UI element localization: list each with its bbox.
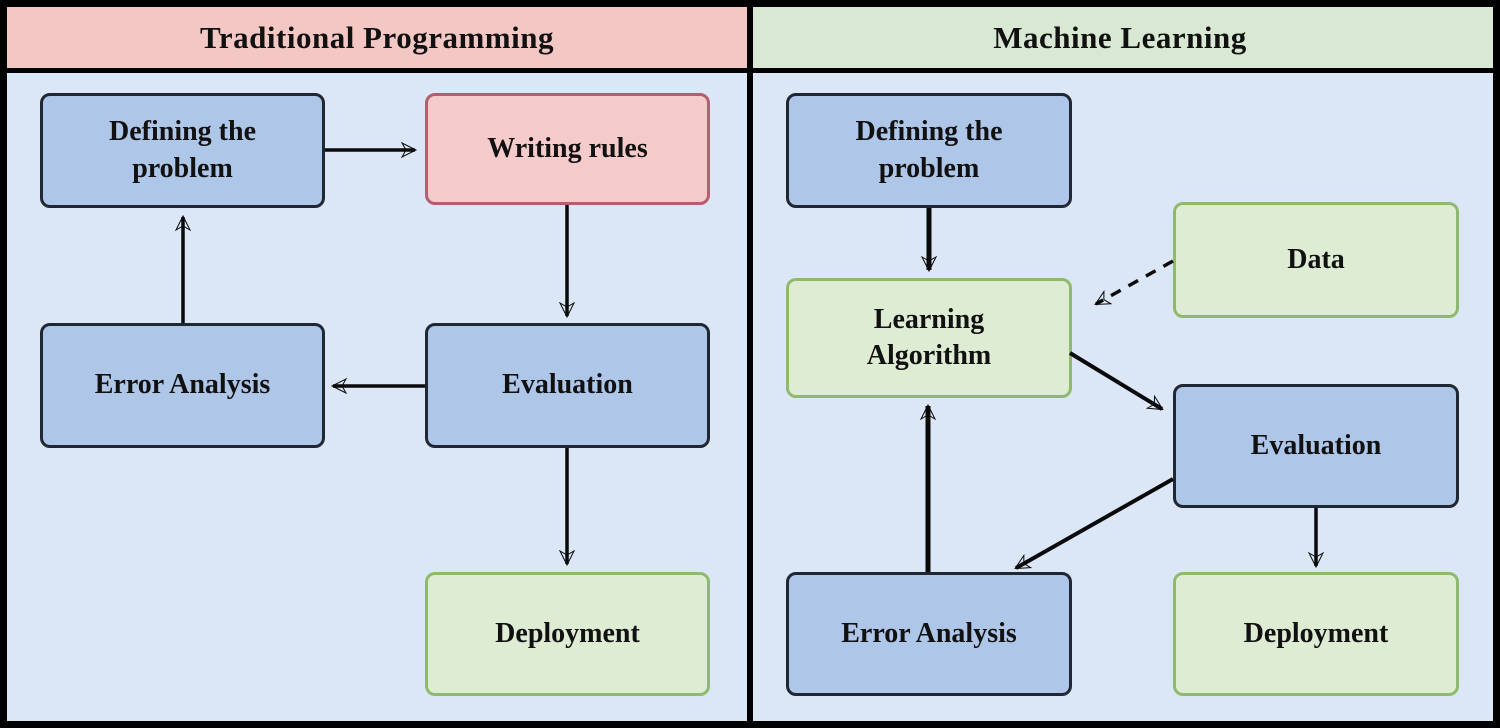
header-traditional-programming: Traditional Programming — [7, 7, 747, 68]
tp-error-analysis-box: Error Analysis — [40, 323, 325, 448]
ml-defining-problem-label: Defining the problem — [855, 116, 1003, 184]
tp-defining-problem-label: Defining the problem — [109, 116, 256, 184]
tp-error-analysis-label: Error Analysis — [94, 369, 271, 401]
header-machine-learning-label: Machine Learning — [993, 19, 1247, 55]
header-machine-learning: Machine Learning — [747, 7, 1493, 68]
tp-evaluation-box: Evaluation — [425, 323, 710, 448]
tp-deployment-box: Deployment — [425, 572, 710, 696]
ml-data-box: Data — [1173, 202, 1459, 318]
tp-evaluation-label: Evaluation — [502, 369, 633, 401]
ml-deployment-box: Deployment — [1173, 572, 1459, 696]
tp-writing-rules-box: Writing rules — [425, 93, 710, 205]
ml-data-label: Data — [1287, 243, 1345, 275]
ml-error-analysis-label: Error Analysis — [841, 617, 1017, 649]
ml-learning-algorithm-label: Learning Algorithm — [866, 303, 992, 371]
tp-writing-rules-label: Writing rules — [487, 132, 648, 164]
header-traditional-label: Traditional Programming — [200, 19, 554, 55]
tp-deployment-label: Deployment — [495, 617, 640, 649]
ml-evaluation-box: Evaluation — [1173, 384, 1459, 508]
tp-defining-problem-box: Defining the problem — [40, 93, 325, 208]
arrow-ml-data-to-learning-algorithm-dashed — [1096, 259, 1174, 306]
arrow-ml-evaluation-to-error-analysis — [1016, 477, 1174, 570]
ml-learning-algorithm-box: Learning Algorithm — [786, 278, 1072, 398]
ml-error-analysis-box: Error Analysis — [786, 572, 1072, 696]
arrow-ml-learning-algorithm-to-evaluation — [1068, 351, 1162, 411]
panel-divider — [747, 7, 753, 721]
ml-deployment-label: Deployment — [1243, 617, 1389, 649]
ml-evaluation-label: Evaluation — [1250, 429, 1382, 461]
ml-defining-problem-box: Defining the problem — [786, 93, 1072, 208]
header-row: Traditional Programming Machine Learning — [7, 7, 1493, 73]
